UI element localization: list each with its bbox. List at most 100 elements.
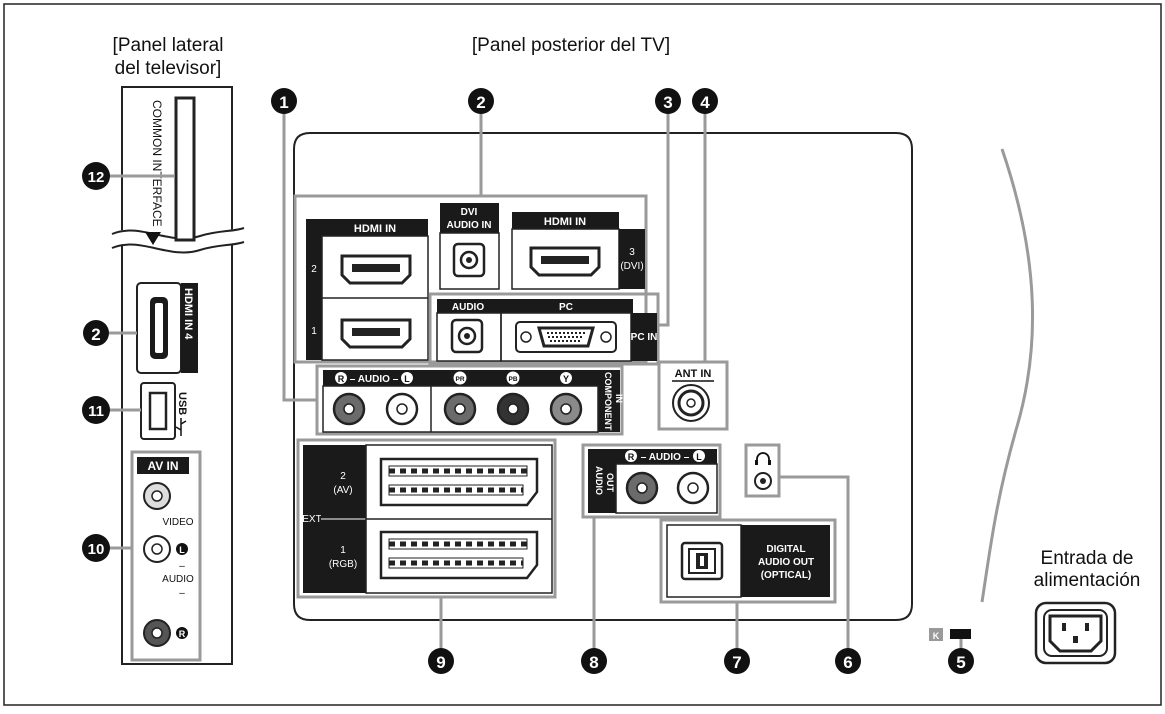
svg-text:2: 2 — [476, 93, 485, 112]
ant-in-label: ANT IN — [675, 368, 712, 380]
svg-text:1: 1 — [279, 93, 288, 112]
svg-text:(DVI): (DVI) — [620, 261, 643, 272]
component-audio-label: – AUDIO – — [350, 374, 399, 385]
y-jack — [549, 392, 583, 426]
ext-label: EXT — [302, 514, 321, 525]
av-in-label: AV IN — [147, 459, 178, 473]
svg-text:7: 7 — [732, 653, 741, 672]
callout-4: 4 — [692, 88, 718, 114]
callout-9: 9 — [428, 648, 454, 674]
svg-text:(RGB): (RGB) — [329, 559, 357, 570]
svg-text:3: 3 — [663, 93, 672, 112]
svg-text:2: 2 — [340, 471, 346, 482]
hdmi-in-badge — [306, 219, 428, 236]
svg-text:(AV): (AV) — [333, 485, 352, 496]
audio-out-frame — [581, 443, 722, 519]
svg-text:DVI: DVI — [461, 207, 478, 218]
svg-text:2: 2 — [91, 325, 100, 344]
pb-label: PB — [508, 376, 517, 383]
headphone-frame — [744, 443, 781, 498]
hdmi1-port — [340, 318, 412, 349]
headphone-icon — [755, 452, 771, 465]
callout-7: 7 — [724, 648, 750, 674]
vga-port — [515, 321, 617, 353]
svg-text:–: – — [179, 561, 185, 572]
svg-text:L: L — [696, 452, 702, 462]
kensington-slot — [950, 629, 971, 639]
svg-text:IN: IN — [614, 394, 624, 403]
side-panel: COMMON INTERFACE HDMI IN 4 USB AV IN VID… — [109, 86, 247, 665]
dvi-audio-label: AUDIO IN — [447, 220, 492, 231]
av-in-badge — [137, 457, 189, 474]
insert-arrow-icon — [145, 232, 161, 245]
usb-symbol-icon — [175, 418, 187, 436]
svg-text:R: R — [179, 629, 186, 639]
ext-frame — [296, 438, 557, 599]
side-panel-title-line2: del televisor] — [115, 58, 222, 79]
hdmi3-badge — [512, 212, 619, 229]
av-audio-label: AUDIO — [162, 574, 194, 585]
svg-text:12: 12 — [88, 169, 105, 186]
leader-lines — [108, 112, 963, 652]
pb-jack — [496, 392, 530, 426]
svg-text:K: K — [933, 631, 940, 641]
usb-port-icon — [148, 391, 168, 431]
svg-text:4: 4 — [700, 93, 710, 112]
pr-jack — [443, 392, 477, 426]
callout-2-rear: 2 — [468, 88, 494, 114]
av-in-frame — [130, 450, 202, 662]
hdmi3-port — [529, 246, 601, 277]
callout-2-side: 2 — [83, 320, 109, 346]
side-panel-title-line1: [Panel lateral — [113, 35, 224, 56]
digital-audio-label: DIGITAL — [766, 544, 805, 555]
y-label: Y — [563, 374, 569, 384]
callout-11: 11 — [82, 396, 110, 424]
svg-text:AUDIO OUT: AUDIO OUT — [758, 557, 814, 568]
pr-label: PR — [455, 376, 464, 383]
svg-text:R: R — [628, 452, 635, 462]
common-interface-slot — [174, 96, 196, 242]
svg-text:(OPTICAL): (OPTICAL) — [761, 570, 812, 581]
video-label: VIDEO — [162, 517, 193, 528]
audio-out-r-jack — [625, 471, 659, 505]
power-label-line2: alimentación — [1034, 570, 1141, 591]
svg-text:10: 10 — [88, 541, 105, 558]
dvi-audio-badge — [440, 203, 499, 233]
scart-1-port — [379, 530, 539, 580]
common-interface-label: COMMON INTERFACE — [150, 100, 164, 227]
audio-out-label: AUDIO — [594, 466, 604, 495]
audio-out-rl-label: – AUDIO – — [641, 452, 690, 463]
svg-text:1: 1 — [340, 545, 346, 556]
svg-text:9: 9 — [436, 653, 445, 672]
callout-3: 3 — [655, 88, 681, 114]
audio-l-badge — [176, 543, 188, 555]
svg-text:L: L — [179, 545, 185, 555]
svg-text:8: 8 — [589, 653, 598, 672]
audio-out-l-jack — [676, 471, 710, 505]
hdmi4-label: HDMI IN 4 — [182, 288, 194, 340]
usb-label: USB — [176, 392, 188, 415]
ant-in-frame — [657, 360, 729, 431]
component-in-label: COMPONENT — [603, 372, 613, 431]
hdmi2-port — [340, 254, 412, 285]
rear-panel-title: [Panel posterior del TV] — [472, 35, 670, 56]
svg-text:OUT: OUT — [605, 473, 615, 493]
svg-text:R: R — [338, 374, 345, 384]
headphone-jack — [754, 472, 772, 490]
pc-in-label: PC IN — [631, 332, 658, 343]
scart-2-port — [379, 457, 539, 507]
power-inlet — [1034, 601, 1117, 665]
component-audio-r-jack — [332, 392, 366, 426]
hdmi-in-label: HDMI IN — [354, 223, 396, 235]
svg-text:5: 5 — [956, 653, 965, 672]
svg-text:1: 1 — [311, 326, 317, 337]
outer-frame — [3, 3, 1162, 706]
tv-body-break — [980, 148, 1035, 603]
power-label-line1: Entrada de — [1041, 548, 1134, 569]
svg-text:3: 3 — [629, 247, 635, 258]
antenna-jack — [672, 384, 710, 422]
optical-port — [680, 541, 724, 581]
callout-10: 10 — [82, 534, 110, 562]
